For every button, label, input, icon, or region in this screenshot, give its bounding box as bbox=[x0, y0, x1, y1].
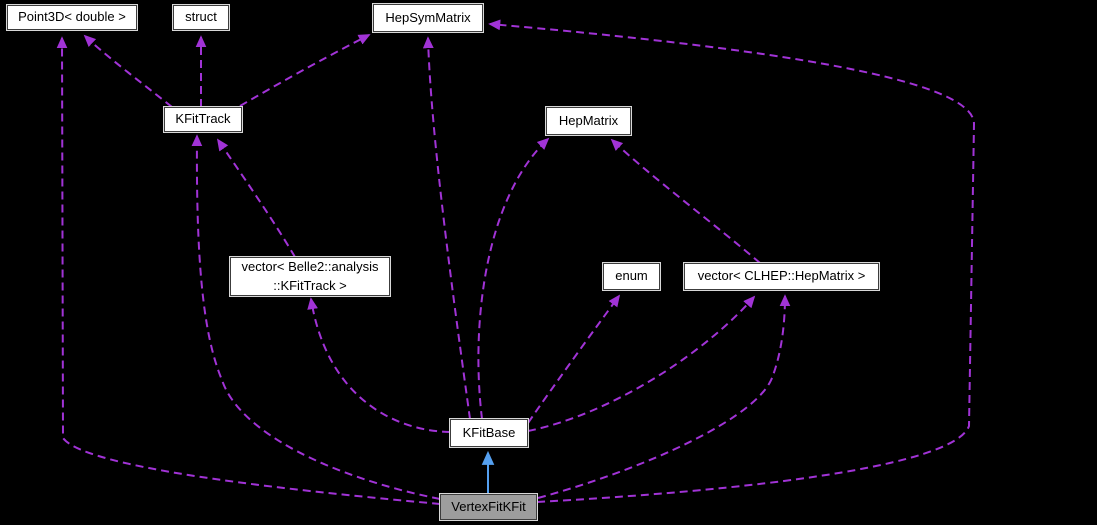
edge-kfitbase-to-vecbelle bbox=[307, 297, 451, 433]
edge-vertexfitkfit-to-vecclhep bbox=[537, 294, 791, 499]
edge-vertexfitkfit-to-kfittrack bbox=[191, 134, 441, 500]
edge-kfittrack-to-hepsymmatrix bbox=[239, 34, 371, 107]
edge-kfittrack-to-point3d bbox=[83, 34, 173, 108]
node-point3d-double[interactable]: Point3D< double > bbox=[7, 5, 137, 30]
node-hepsymmatrix[interactable]: HepSymMatrix bbox=[373, 4, 483, 32]
node-vector-belle2-kfittrack[interactable]: vector< Belle2::analysis ::KFitTrack > bbox=[230, 257, 390, 296]
node-struct[interactable]: struct bbox=[173, 5, 229, 30]
edge-kfitbase-to-hepsymmatrix bbox=[422, 36, 471, 420]
edge-vecclhep-to-hepmatrix bbox=[610, 138, 761, 264]
edge-kfitbase-to-vecclhep bbox=[527, 295, 756, 432]
edge-vecbelle-to-kfittrack bbox=[216, 138, 296, 258]
node-vertexfitkfit-current: VertexFitKFit bbox=[440, 494, 537, 520]
node-enum[interactable]: enum bbox=[603, 263, 660, 290]
edge-kfitbase-to-enum bbox=[527, 294, 621, 424]
edge-kfitbase-to-hepmatrix bbox=[477, 137, 550, 420]
edge-vertexfitkfit-to-point3d bbox=[56, 36, 441, 505]
node-kfitbase[interactable]: KFitBase bbox=[450, 419, 528, 447]
node-hepmatrix[interactable]: HepMatrix bbox=[546, 107, 631, 135]
node-vector-clhep-hepmatrix[interactable]: vector< CLHEP::HepMatrix > bbox=[684, 263, 879, 290]
node-kfittrack[interactable]: KFitTrack bbox=[164, 107, 242, 132]
edge-vertexfitkfit-to-hepsymmatrix bbox=[488, 19, 976, 503]
